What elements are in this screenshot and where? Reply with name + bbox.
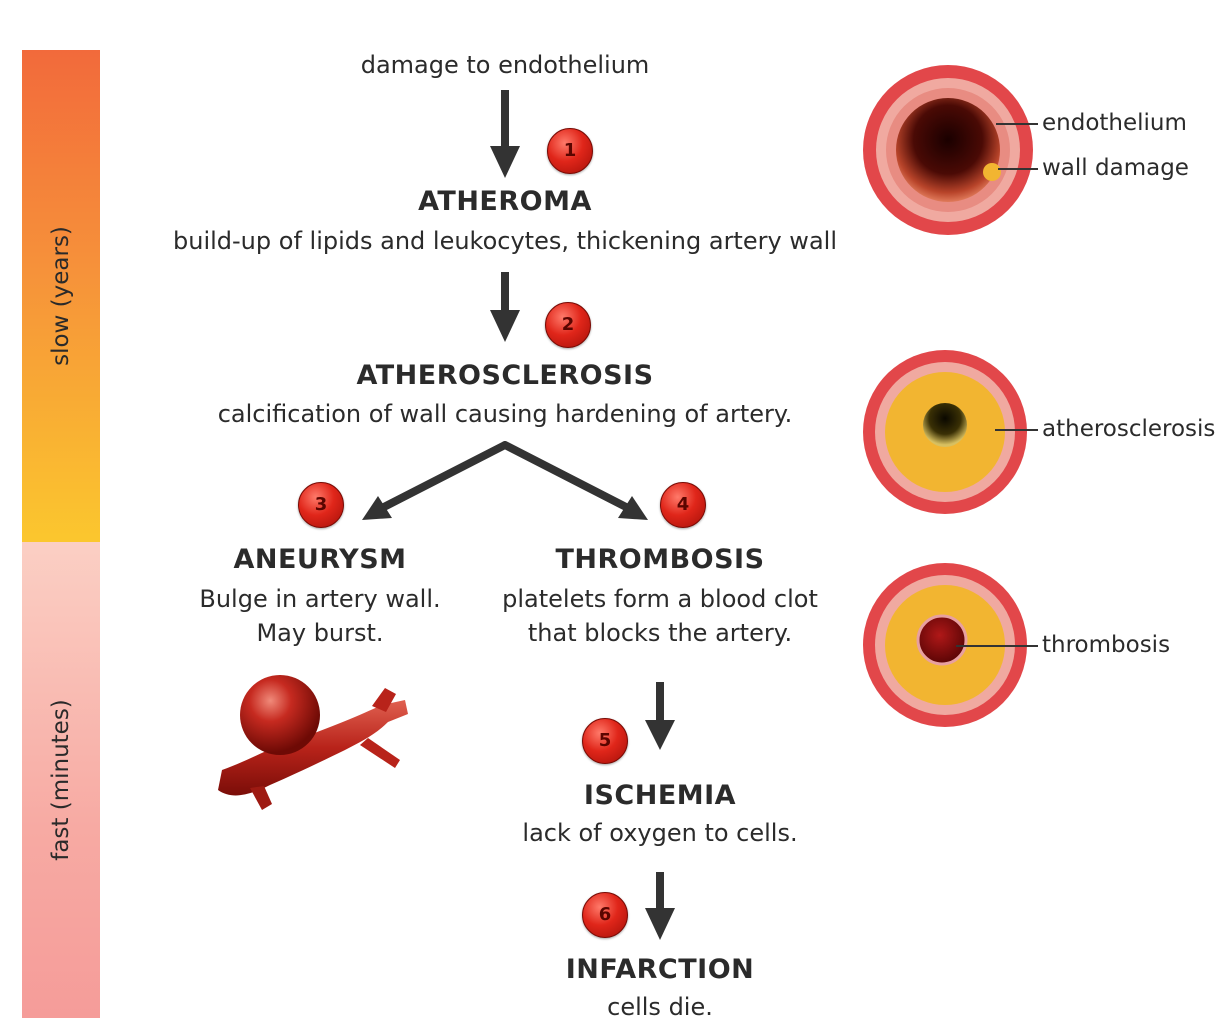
step-title-infarction: INFARCTION <box>565 954 755 985</box>
arrow-split <box>362 441 648 520</box>
step-title-aneurysm: ANEURYSM <box>233 544 407 575</box>
step-badge-4: 4 <box>660 482 706 528</box>
step-title-ischemia: ISCHEMIA <box>583 780 737 811</box>
aneurysm-illustration <box>218 675 408 810</box>
step-badge-2: 2 <box>545 302 591 348</box>
step-desc-infarction: cells die. <box>607 993 713 1021</box>
step-badge-6: 6 <box>582 892 628 938</box>
arrow-to-ischemia <box>645 682 675 750</box>
step-title-thrombosis: THROMBOSIS <box>555 544 765 575</box>
step-desc-atheroma: build-up of lipids and leukocytes, thick… <box>173 227 837 255</box>
step-desc-ischemia: lack of oxygen to cells. <box>522 819 798 847</box>
arrow-to-atheroma <box>490 90 520 178</box>
step-title-atherosclerosis: ATHEROSCLEROSIS <box>356 360 654 391</box>
step-desc-aneurysm-line1: Bulge in artery wall. <box>199 585 441 613</box>
step-desc-aneurysm-line2: May burst. <box>256 619 384 647</box>
step-desc-thrombosis-line2: that blocks the artery. <box>527 619 793 647</box>
cross-section-endothelium <box>863 65 1038 235</box>
timescale-slow-bar: slow (years) <box>22 50 100 542</box>
label-endothelium: endothelium <box>1042 110 1187 136</box>
arrow-to-infarction <box>645 872 675 940</box>
timescale-fast-bar: fast (minutes) <box>22 542 100 1018</box>
step-desc-thrombosis-line1: platelets form a blood clot <box>502 585 818 613</box>
step-desc-atherosclerosis: calcification of wall causing hardening … <box>217 400 793 428</box>
step-badge-5: 5 <box>582 718 628 764</box>
cross-section-atherosclerosis <box>863 350 1038 514</box>
arrow-to-atherosclerosis <box>490 272 520 342</box>
step-title-atheroma: ATHEROMA <box>418 186 592 217</box>
label-wall-damage: wall damage <box>1042 155 1189 181</box>
step-badge-3: 3 <box>298 482 344 528</box>
start-text: damage to endothelium <box>360 51 650 79</box>
label-thrombosis: thrombosis <box>1042 632 1171 658</box>
label-atherosclerosis: atherosclerosis <box>1042 416 1216 442</box>
step-badge-1: 1 <box>547 128 593 174</box>
cross-section-thrombosis <box>863 563 1038 727</box>
